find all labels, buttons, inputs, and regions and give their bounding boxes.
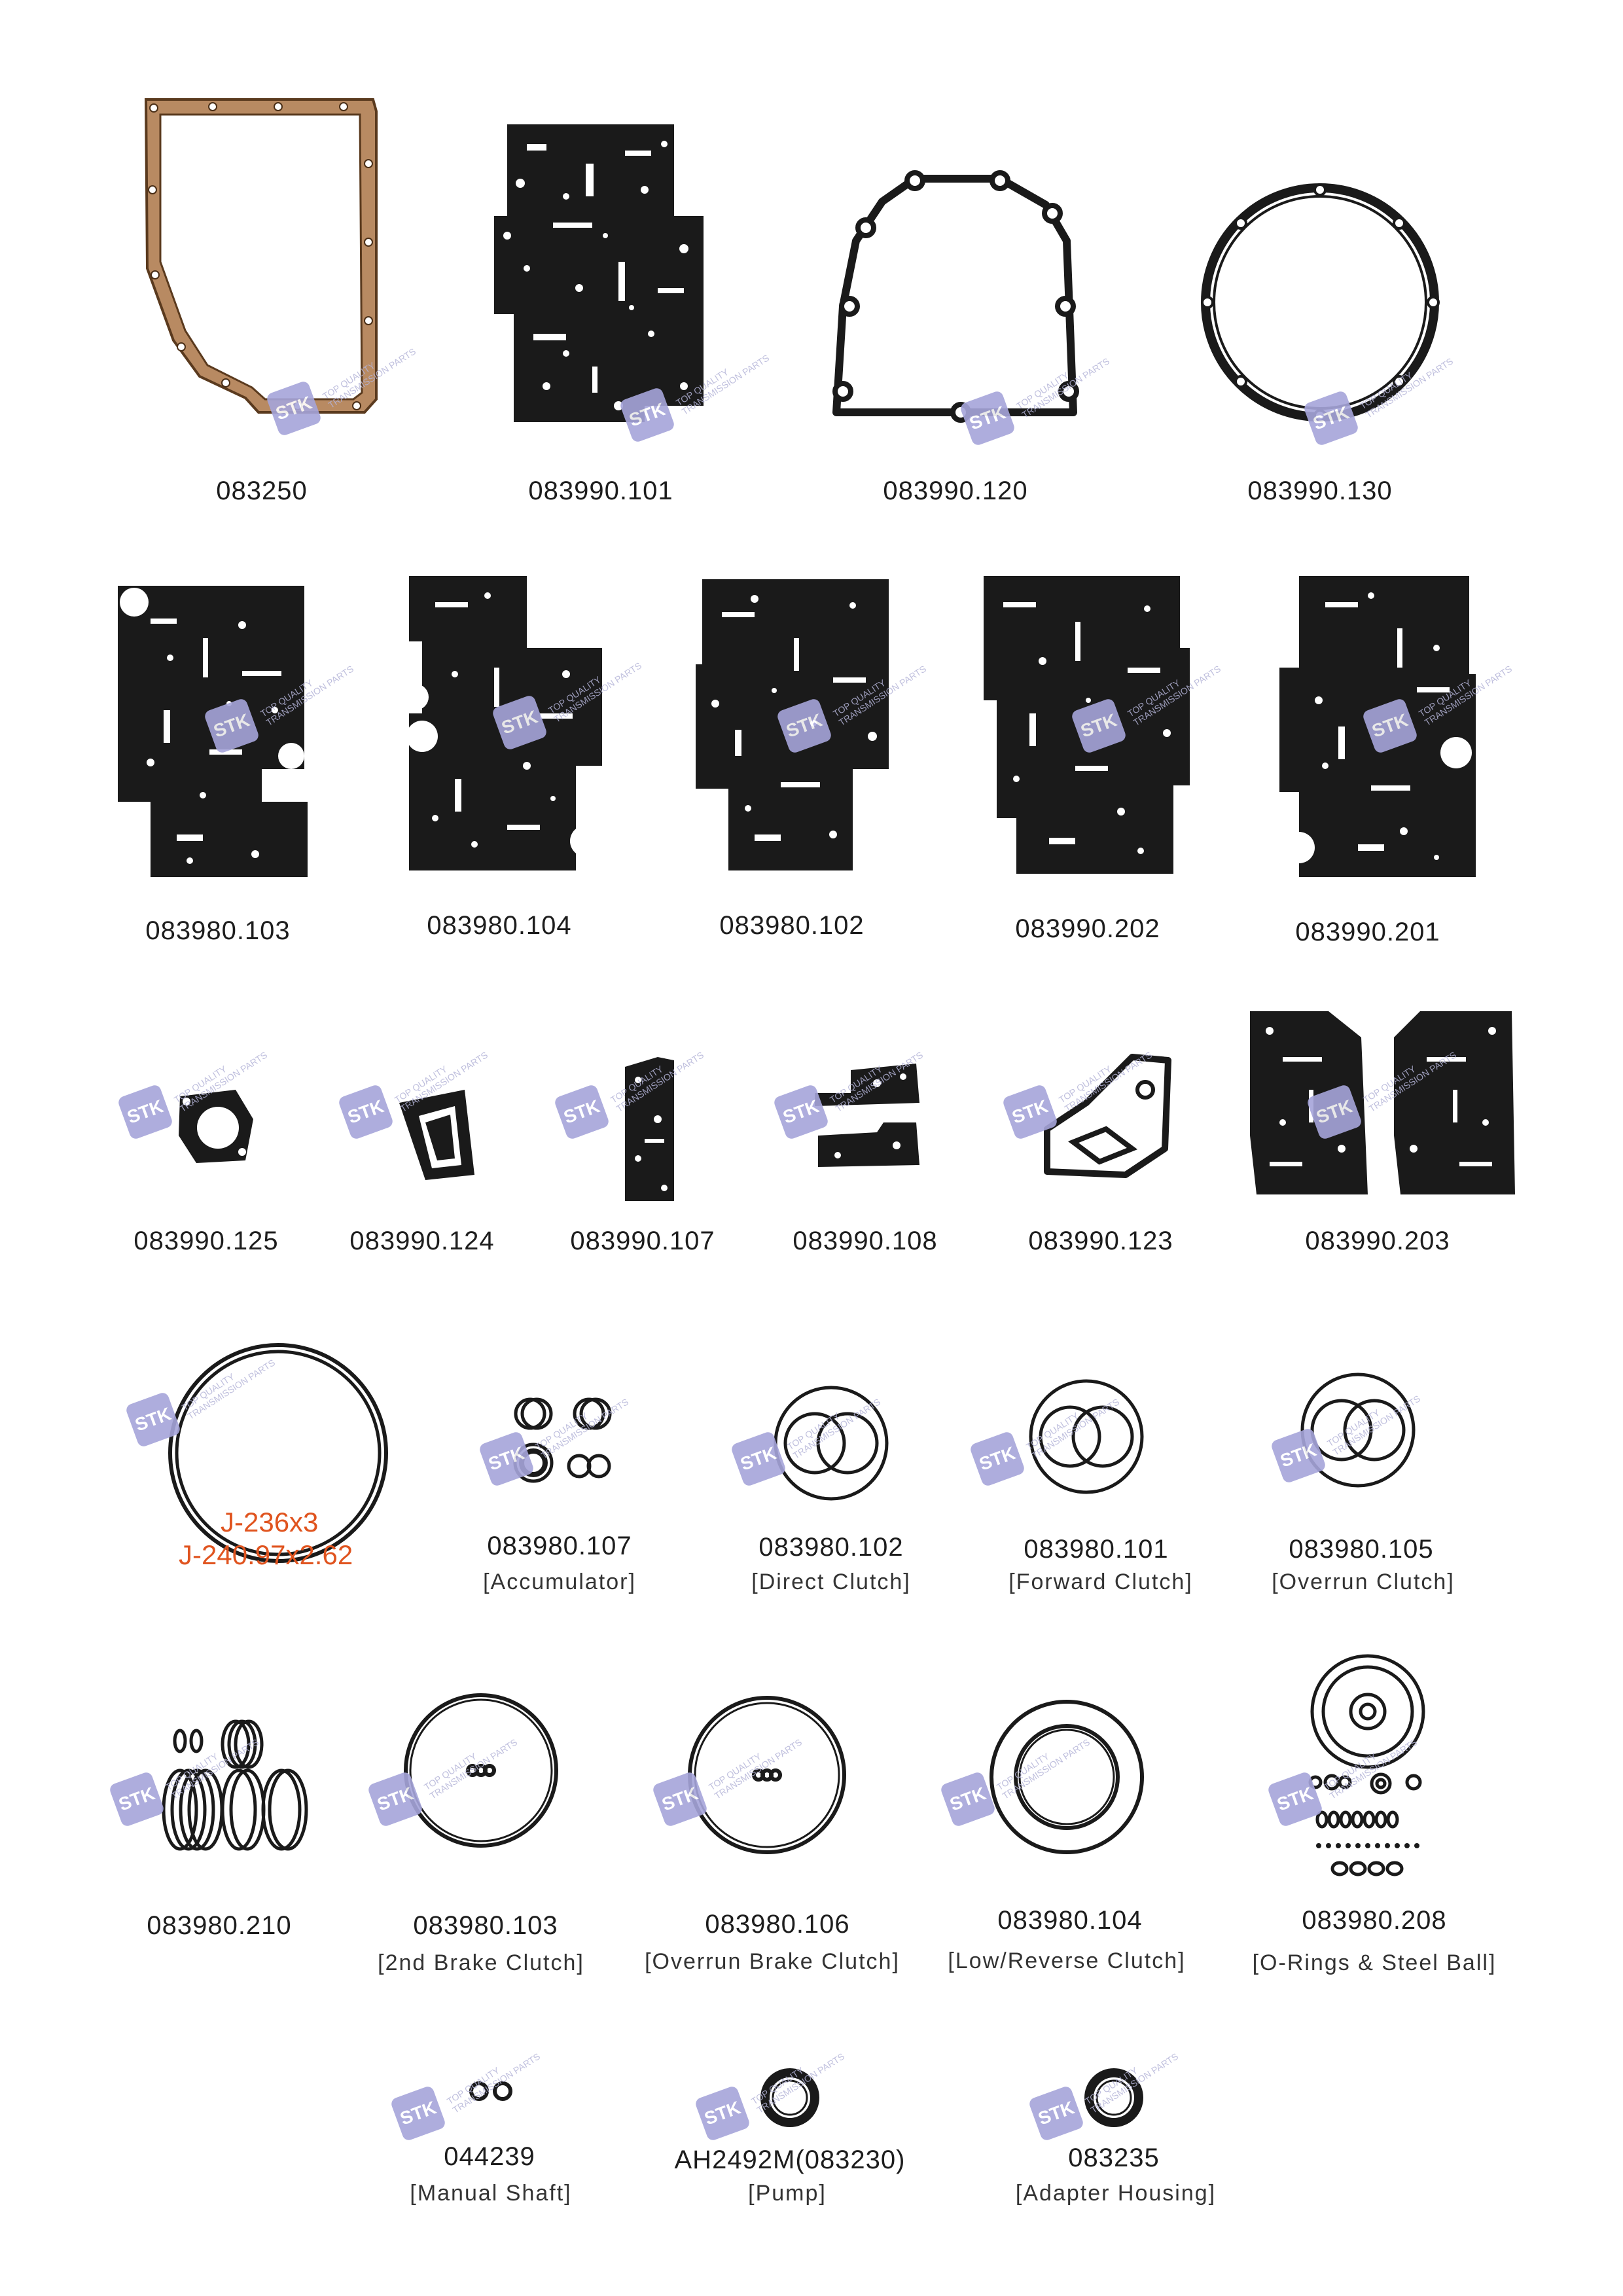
part-code: 083980.103 [145,916,291,945]
part-description: [Manual Shaft] [410,2181,572,2206]
part-code: 083980.208 [1302,1906,1447,1935]
part-code: 083990.124 [349,1227,495,1255]
part-code: 083990.120 [883,476,1028,505]
outline-plate-gasket [1044,1054,1171,1178]
stk-watermark-logo: STK [389,2085,447,2142]
part-code: 083990.203 [1305,1227,1450,1255]
part-description: [Overrun Clutch] [1272,1570,1455,1594]
forward-clutch-ring-set [1029,1379,1144,1494]
part-code: 083980.104 [427,911,572,940]
2nd-brake-ring-set [404,1693,558,1848]
part-description: [Direct Clutch] [751,1570,911,1594]
part-code: 083980.101 [1024,1535,1169,1564]
part-description: [O-Rings & Steel Ball] [1252,1950,1497,1975]
ring-size-label: J-236x3 [221,1507,319,1537]
part-code: 083990.201 [1295,918,1440,946]
valve-body-separator-gasket [494,124,704,422]
part-description: [Forward Clutch] [1008,1570,1193,1594]
stk-watermark-logo: STK [694,2085,751,2142]
split-plate-gasket [815,1064,919,1167]
adapter-housing-oil-seal [1084,2068,1143,2127]
sealing-ring-set [162,1719,308,1851]
part-code: 083990.108 [793,1227,938,1255]
part-code: 083990.101 [528,476,673,505]
part-code: 083980.107 [487,1532,632,1560]
part-code: 083990.107 [570,1227,715,1255]
part-code: AH2492M(083230) [674,2145,906,2174]
manual-shaft-seals [469,2081,512,2101]
stk-watermark-logo: STK [1027,2085,1085,2142]
part-description: [Adapter Housing] [1015,2181,1217,2206]
part-code: 083980.106 [705,1910,850,1939]
low-reverse-ring-set [990,1700,1144,1854]
small-plate-gasket [179,1090,253,1163]
overrun-brake-ring-set [688,1696,846,1854]
narrow-plate-gasket [625,1057,674,1201]
part-code: 083980.103 [413,1911,558,1940]
stk-watermark-logo: STK [969,1430,1026,1488]
part-code: 083990.125 [134,1227,279,1255]
part-code: 083990.202 [1015,914,1160,943]
stk-watermark-logo: STK [553,1083,611,1141]
bell-housing-gasket [832,170,1079,423]
stk-watermark-logo: STK [337,1083,395,1141]
part-code: 083980.105 [1289,1535,1434,1564]
cork-pan-gasket [144,98,378,414]
part-code: 083980.102 [719,911,865,940]
part-description: [Accumulator] [483,1570,636,1594]
part-description: [Overrun Brake Clutch] [645,1949,900,1974]
part-code: 083980.104 [997,1906,1143,1935]
ring-size-label: J-240.97x2.62 [179,1539,353,1570]
stk-watermark-logo: STK [116,1083,174,1141]
part-description: [Pump] [748,2181,827,2206]
part-code: 083980.102 [758,1533,904,1562]
part-description: [2nd Brake Clutch] [378,1950,584,1975]
large-o-ring-pair [168,1343,388,1563]
part-description: [Low/Reverse Clutch] [948,1948,1186,1973]
small-plate-gasket [399,1090,474,1180]
part-code: 083235 [1068,2144,1160,2172]
part-code: 083990.130 [1247,476,1393,505]
part-code: 083250 [216,476,308,505]
part-code: 083990.123 [1028,1227,1173,1255]
part-code: 044239 [444,2142,535,2171]
part-code: 083980.210 [147,1911,292,1940]
pump-oil-seal [760,2068,819,2127]
